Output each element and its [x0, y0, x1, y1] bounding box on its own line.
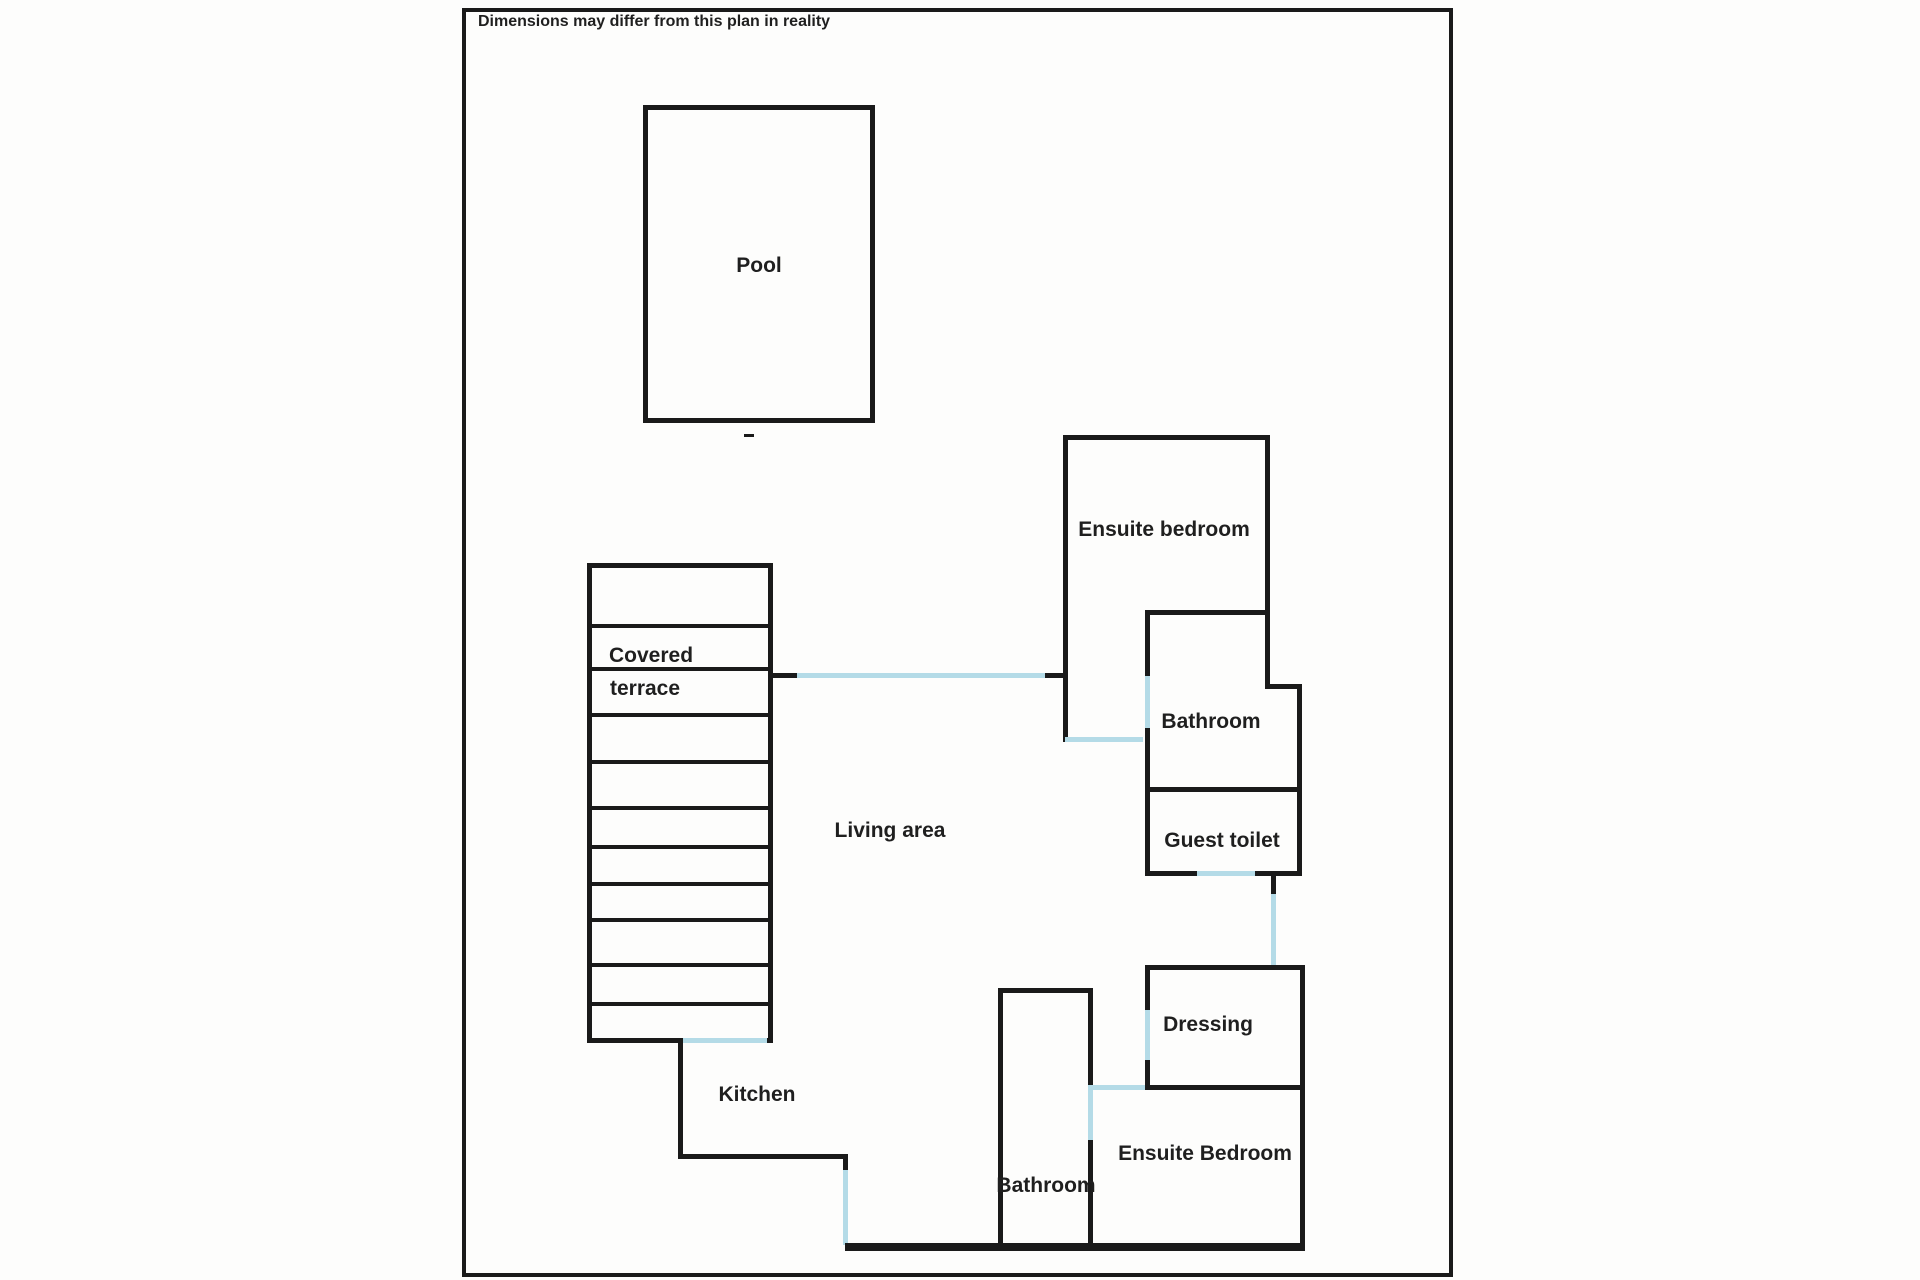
terrace-slat: [587, 1002, 773, 1006]
door-segment: [1197, 871, 1255, 876]
room-label-covered: Covered: [608, 644, 694, 667]
pool-outline: [643, 105, 875, 423]
room-label-ensuite-bedroom-bottom: Ensuite Bedroom: [1118, 1142, 1292, 1165]
room-label-bathroom-top: Bathroom: [1161, 710, 1261, 733]
door-segment: [1271, 894, 1276, 965]
wall-ensuite-top: [1063, 435, 1270, 440]
terrace-slat: [587, 624, 773, 628]
wall-bathroom2-left: [998, 988, 1003, 1250]
room-label-bathroom-bottom: Bathroom: [996, 1174, 1096, 1197]
wall-divider: [1145, 787, 1302, 792]
room-label-guest-toilet: Guest toilet: [1164, 829, 1280, 852]
terrace-slat: [587, 882, 773, 886]
terrace-slat: [587, 760, 773, 764]
wall-segment: [1088, 988, 1093, 1085]
door-segment-long: [797, 673, 1045, 678]
door-segment: [1145, 676, 1150, 728]
door-segment: [1065, 737, 1143, 742]
pool-dash-mark: [744, 434, 754, 437]
wall-segment: [1145, 728, 1150, 876]
terrace-slat: [587, 806, 773, 810]
terrace-slat: [587, 963, 773, 967]
terrace-outline: [587, 563, 773, 1043]
wall-segment: [773, 673, 797, 678]
plot-border: [462, 8, 1453, 1277]
wall-bathroom-top: [1145, 610, 1270, 615]
wall-segment: [1145, 965, 1150, 1010]
room-label-ensuite-bedroom-top: Ensuite bedroom: [1078, 518, 1250, 541]
wall-dressing-right: [1300, 965, 1305, 1250]
wall-bathroom2-top: [998, 988, 1093, 993]
wall-bottom-main: [845, 1243, 1305, 1251]
room-label-pool: Pool: [736, 254, 782, 277]
terrace-slat: [587, 918, 773, 922]
door-segment: [1088, 1085, 1093, 1140]
wall-step: [1265, 684, 1302, 689]
wall-segment: [843, 1154, 848, 1170]
wall-segment: [1145, 871, 1197, 876]
wall-segment: [1088, 1140, 1093, 1250]
wall-ensuite-left: [1063, 435, 1068, 742]
wall-ensuite-right: [1265, 435, 1270, 689]
door-segment: [1145, 1010, 1150, 1060]
wall-segment: [1145, 610, 1150, 676]
wall-dressing-top: [1145, 965, 1305, 970]
disclaimer-text: Dimensions may differ from this plan in …: [478, 13, 831, 30]
terrace-slat: [587, 667, 773, 671]
wall-segment: [1255, 871, 1302, 876]
wall-kitchen-left: [678, 1043, 683, 1159]
terrace-door-segment: [683, 1038, 767, 1043]
room-label-terrace: terrace: [609, 677, 681, 700]
wall-kitchen-bottom: [678, 1154, 848, 1159]
wall-right-lower: [1297, 684, 1302, 876]
room-label-kitchen: Kitchen: [718, 1083, 796, 1106]
door-segment: [843, 1170, 848, 1245]
wall-segment: [1045, 673, 1065, 678]
room-label-dressing: Dressing: [1163, 1013, 1253, 1036]
room-label-living-area: Living area: [834, 819, 946, 842]
wall-segment: [1145, 1060, 1150, 1090]
wall-dressing-bottom: [1145, 1085, 1305, 1090]
door-segment: [1093, 1085, 1145, 1090]
wall-segment: [1271, 876, 1276, 894]
terrace-slat: [587, 713, 773, 717]
terrace-slat: [587, 845, 773, 849]
